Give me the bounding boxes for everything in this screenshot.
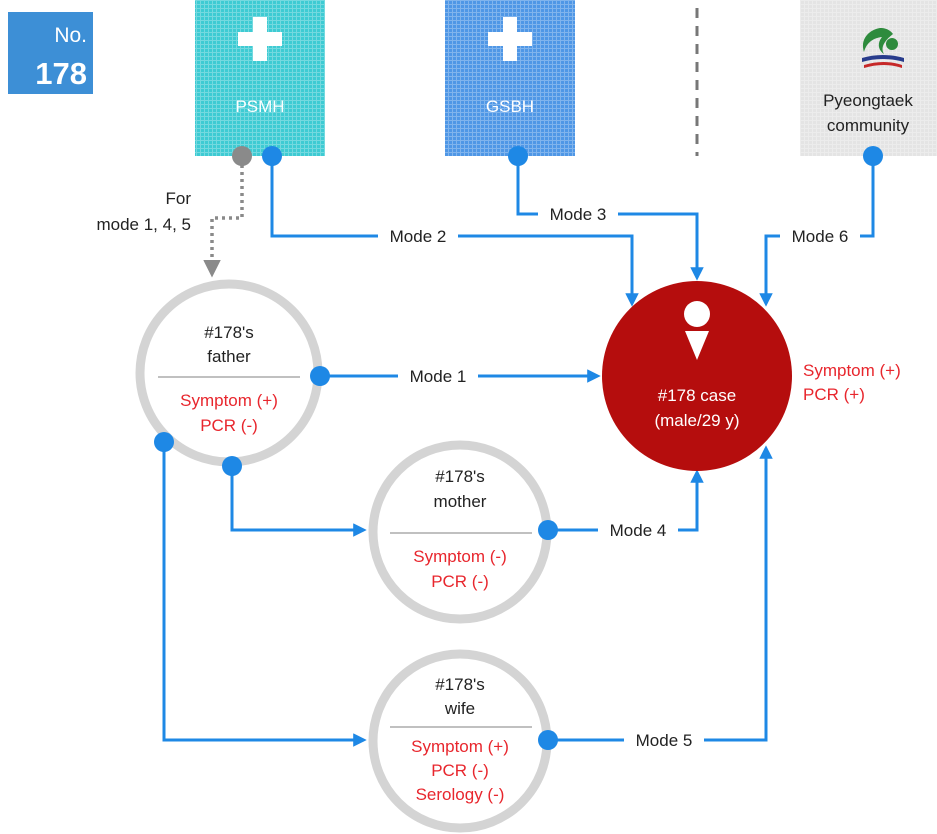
mother-label-line1: #178's bbox=[435, 467, 485, 486]
wife-status-symptom: Symptom (+) bbox=[411, 737, 509, 756]
psmh-box: PSMH bbox=[195, 0, 325, 156]
mode-2-label: Mode 2 bbox=[390, 227, 447, 246]
city-emblem-icon bbox=[862, 28, 904, 68]
wife-right-dot bbox=[538, 730, 558, 750]
mode-4-label: Mode 4 bbox=[610, 521, 667, 540]
dotted-note-line1: For bbox=[166, 189, 192, 208]
gsbh-label: GSBH bbox=[486, 97, 534, 116]
dotted-connector-psmh-father bbox=[203, 158, 244, 278]
mode-6-label: Mode 6 bbox=[792, 227, 849, 246]
mother-status-symptom: Symptom (-) bbox=[413, 547, 507, 566]
wife-status-serology: Serology (-) bbox=[416, 785, 505, 804]
wife-node: #178's wife Symptom (+) PCR (-) Serology… bbox=[368, 649, 552, 833]
mode-3-label: Mode 3 bbox=[550, 205, 607, 224]
community-blue-dot bbox=[863, 146, 883, 166]
badge-prefix: No. bbox=[54, 24, 87, 47]
case-label-line1: #178 case bbox=[658, 386, 736, 405]
wife-label-line1: #178's bbox=[435, 675, 485, 694]
case-status-symptom: Symptom (+) bbox=[803, 361, 901, 380]
community-label-line2: community bbox=[827, 116, 910, 135]
mother-label-line2: mother bbox=[434, 492, 487, 511]
badge-background bbox=[8, 12, 93, 94]
father-to-wife-connector bbox=[162, 442, 367, 747]
father-status-symptom: Symptom (+) bbox=[180, 391, 278, 410]
community-label-line1: Pyeongtaek bbox=[823, 91, 913, 110]
person-icon bbox=[684, 301, 710, 360]
mode-5-label: Mode 5 bbox=[636, 731, 693, 750]
gsbh-blue-dot bbox=[508, 146, 528, 166]
father-label-line2: father bbox=[207, 347, 251, 366]
wife-label-line2: wife bbox=[444, 699, 475, 718]
case-number-badge: No. 178 bbox=[8, 12, 93, 94]
psmh-label: PSMH bbox=[235, 97, 284, 116]
community-box: Pyeongtaek community bbox=[800, 0, 937, 156]
connector-dots bbox=[154, 146, 883, 750]
father-bottom-dot bbox=[222, 456, 242, 476]
mother-status-pcr: PCR (-) bbox=[431, 572, 489, 591]
case-label-line2: (male/29 y) bbox=[654, 411, 739, 430]
case-circle bbox=[602, 281, 792, 471]
mother-right-dot bbox=[538, 520, 558, 540]
gsbh-box: GSBH bbox=[445, 0, 575, 156]
mode-labels: Mode 2 Mode 3 Mode 6 Mode 1 Mode 4 Mode … bbox=[378, 202, 860, 752]
father-label-line1: #178's bbox=[204, 323, 254, 342]
mother-node: #178's mother Symptom (-) PCR (-) bbox=[368, 440, 552, 624]
plus-icon bbox=[238, 17, 282, 61]
psmh-grey-dot bbox=[232, 146, 252, 166]
mode-5-connector bbox=[548, 445, 773, 742]
wife-status-pcr: PCR (-) bbox=[431, 761, 489, 780]
case-status-pcr: PCR (+) bbox=[803, 385, 865, 404]
father-status-pcr: PCR (-) bbox=[200, 416, 258, 435]
dotted-note-line2: mode 1, 4, 5 bbox=[96, 215, 191, 234]
case-node: #178 case (male/29 y) bbox=[602, 281, 792, 471]
father-left-dot bbox=[154, 432, 174, 452]
plus-icon bbox=[488, 17, 532, 61]
mode-1-label: Mode 1 bbox=[410, 367, 467, 386]
father-to-mother-connector bbox=[230, 466, 367, 537]
psmh-blue-dot bbox=[262, 146, 282, 166]
mode-4-connector bbox=[548, 469, 704, 532]
father-right-dot bbox=[310, 366, 330, 386]
badge-number: 178 bbox=[35, 56, 87, 91]
